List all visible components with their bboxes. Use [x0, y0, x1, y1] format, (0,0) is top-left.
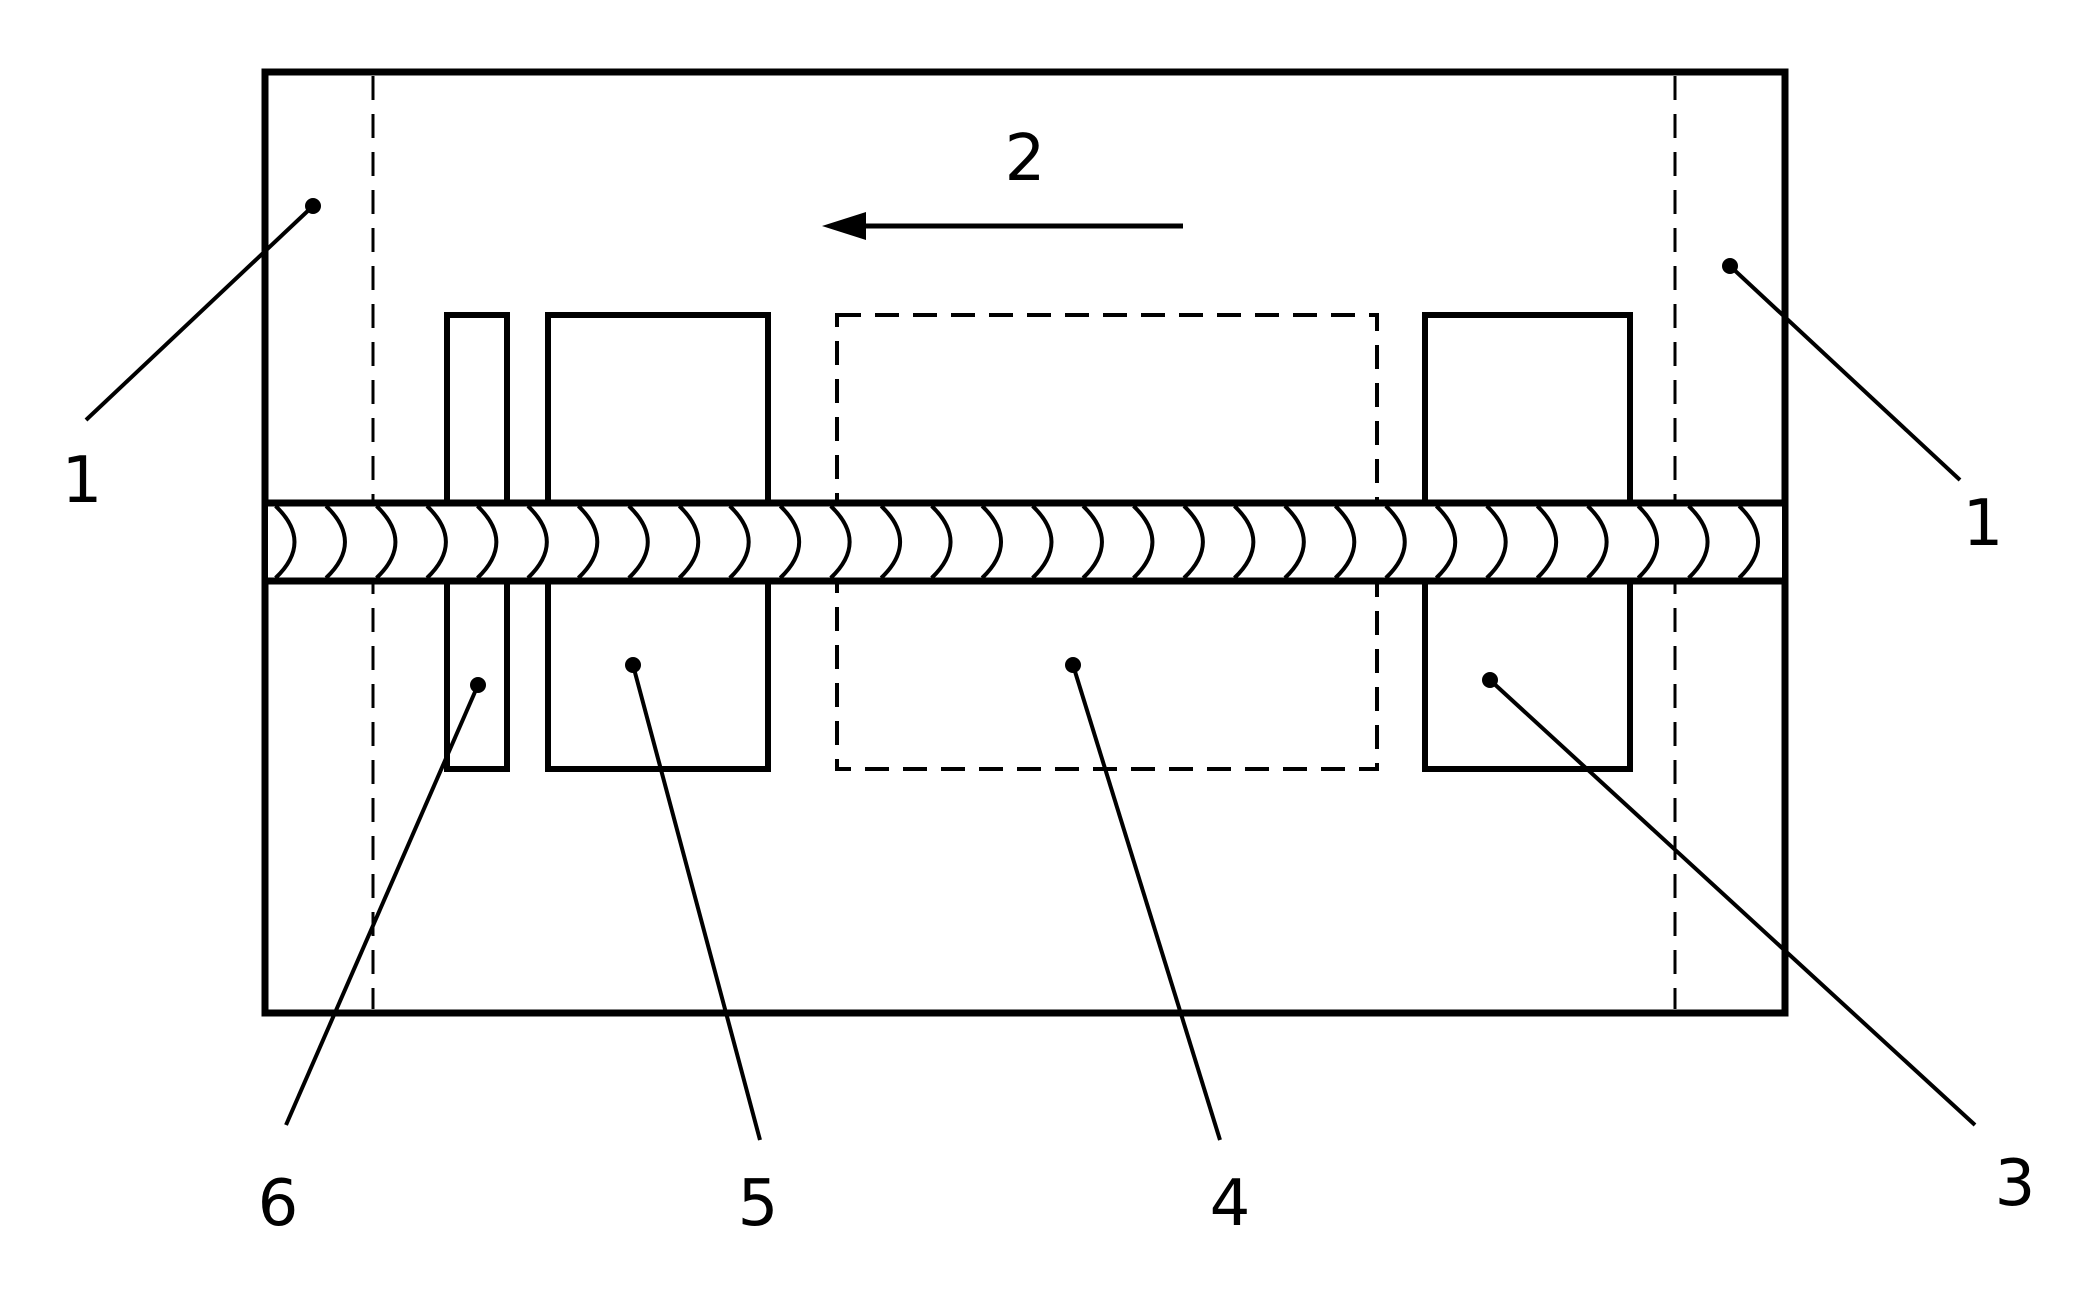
- weld-ripple: [1434, 504, 1458, 580]
- weld-ripple: [1586, 504, 1609, 580]
- label-1-right: 1: [1963, 487, 2004, 561]
- weld-ripple: [1182, 504, 1205, 580]
- weld-ripple: [274, 504, 297, 580]
- weld-ripple: [375, 504, 398, 580]
- leader-1-right-dot: [1722, 258, 1738, 274]
- weld-ripple: [324, 504, 347, 580]
- weld-ripple: [1031, 504, 1054, 580]
- direction-arrow-head: [822, 212, 866, 240]
- weld-ripple: [778, 504, 802, 580]
- leader-5-dot: [625, 657, 641, 673]
- weld-ripple: [1485, 504, 1508, 580]
- weld-ripple: [879, 504, 903, 580]
- weld-bead-fill: [268, 503, 1782, 581]
- label-1-left: 1: [62, 444, 103, 518]
- test-plate-outline: [261, 68, 1789, 1017]
- weld-ripple: [526, 504, 549, 580]
- label-4: 4: [1210, 1167, 1251, 1241]
- weld-ripple: [1283, 504, 1306, 580]
- weld-ripple: [1535, 504, 1559, 580]
- weld-ripple: [1636, 504, 1660, 580]
- leader-6: [284, 684, 480, 1126]
- leader-3-dot: [1482, 672, 1498, 688]
- leader-1-left-dot: [305, 198, 321, 214]
- weld-ripple: [728, 504, 751, 580]
- weld-ripple: [1384, 504, 1407, 580]
- weld-ripple: [930, 504, 953, 580]
- weld-ripple: [1081, 504, 1104, 580]
- weld-ripple: [1333, 504, 1357, 580]
- weld-ripple: [476, 504, 499, 580]
- weld-ripple: [425, 504, 448, 580]
- label-direction: 2: [1005, 122, 1046, 196]
- leader-6-dot: [470, 677, 486, 693]
- weld-ripple: [1233, 504, 1256, 580]
- leader-3: [1488, 678, 1977, 1127]
- leader-1-left: [84, 204, 315, 422]
- weld-ripple: [829, 504, 852, 580]
- weld-ripple: [1737, 504, 1761, 580]
- weld-ripple: [1132, 504, 1155, 580]
- label-6: 6: [258, 1167, 299, 1241]
- weld-ripple: [576, 504, 600, 580]
- weld-ripple: [1687, 504, 1710, 580]
- weld-ripple: [980, 504, 1004, 580]
- leader-1-right: [1728, 264, 1962, 482]
- weld-ripple: [627, 504, 650, 580]
- weld-ripple: [677, 504, 701, 580]
- label-3: 3: [1995, 1147, 2036, 1221]
- leader-4: [1071, 664, 1222, 1141]
- leader-5: [631, 664, 762, 1141]
- weld-bead-ripples: [274, 504, 1761, 580]
- label-5: 5: [738, 1167, 779, 1241]
- leader-4-dot: [1065, 657, 1081, 673]
